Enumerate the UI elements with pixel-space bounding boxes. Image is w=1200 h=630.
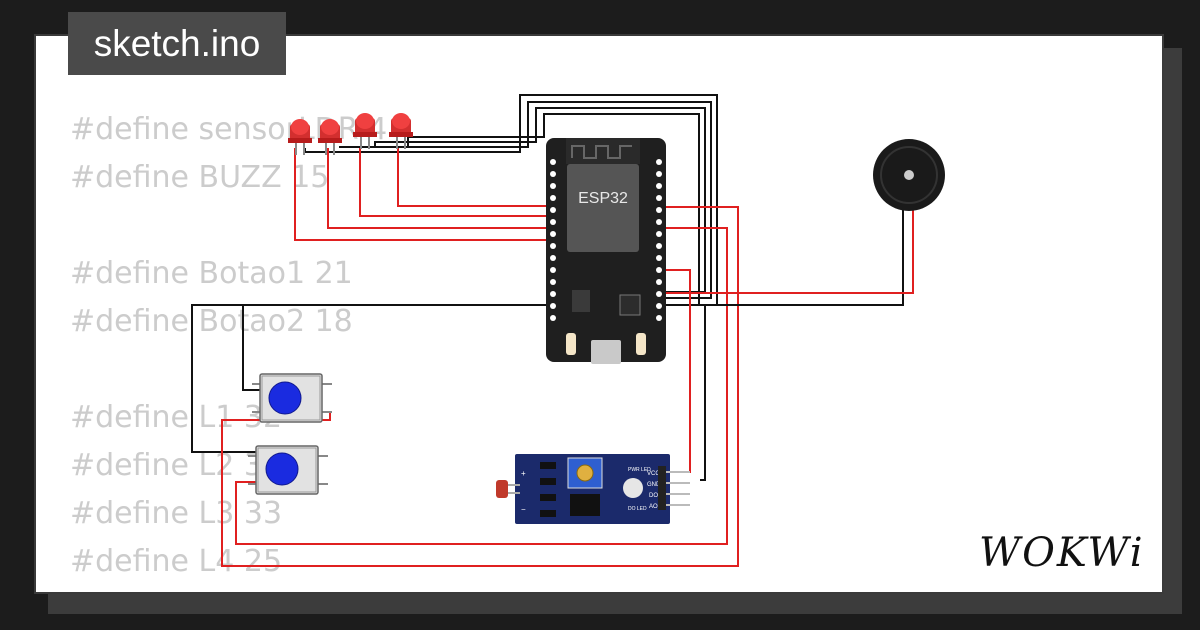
button1-signal-wire bbox=[221, 206, 739, 567]
code-line: #define Botao1 21 bbox=[70, 256, 353, 291]
led-icon bbox=[353, 113, 377, 149]
wokwi-logo-icon: WOKWi bbox=[979, 530, 1145, 576]
ldr-do-label: DO bbox=[649, 493, 658, 499]
code-line: #define Botao2 18 bbox=[70, 304, 353, 339]
led-signal-wires bbox=[294, 148, 553, 241]
board-pins-left bbox=[550, 159, 556, 321]
file-title: sketch.ino bbox=[68, 12, 286, 75]
button2-gnd-wire bbox=[191, 304, 258, 453]
buzzer-icon bbox=[873, 139, 945, 215]
board-label: ESP32 bbox=[578, 190, 628, 207]
led-icon bbox=[318, 119, 342, 155]
ldr-gnd-label: GND bbox=[647, 482, 661, 488]
esp32-board-icon: ESP32 bbox=[546, 138, 666, 364]
led-icon bbox=[389, 113, 413, 149]
buzzer-gnd-wire bbox=[713, 205, 904, 306]
code-line: #define L4 25 bbox=[70, 544, 283, 579]
board-pins-right bbox=[656, 159, 662, 321]
leds bbox=[288, 113, 413, 155]
pushbutton-icon[interactable] bbox=[252, 373, 332, 423]
button2-signal-wire bbox=[235, 227, 728, 545]
ldr-ao-label: AO bbox=[649, 504, 658, 510]
pushbutton-icon[interactable] bbox=[248, 445, 328, 495]
ldr-vcc-wire bbox=[665, 269, 691, 473]
ldr-pwr-led-label: PWR LED bbox=[628, 467, 651, 473]
buzzer-signal-wire bbox=[665, 205, 914, 294]
ldr-vcc-label: VCC bbox=[647, 471, 660, 477]
led-icon bbox=[288, 119, 312, 155]
ldr-minus-label: − bbox=[521, 505, 526, 514]
code-line: #define L3 33 bbox=[70, 496, 283, 531]
code-background: #define sensorLDR 4#define BUZZ 15#defin… bbox=[70, 106, 387, 586]
ldr-do-led-label: DO LED bbox=[628, 506, 647, 512]
code-line: #define BUZZ 15 bbox=[70, 160, 330, 195]
ldr-module-icon: + − PWR LED DO LED VCC GND DO AO bbox=[496, 454, 690, 524]
ldr-plus-label: + bbox=[521, 469, 526, 478]
brand-text: WOKWi bbox=[979, 530, 1145, 576]
button1-gnd-wire bbox=[242, 304, 553, 391]
